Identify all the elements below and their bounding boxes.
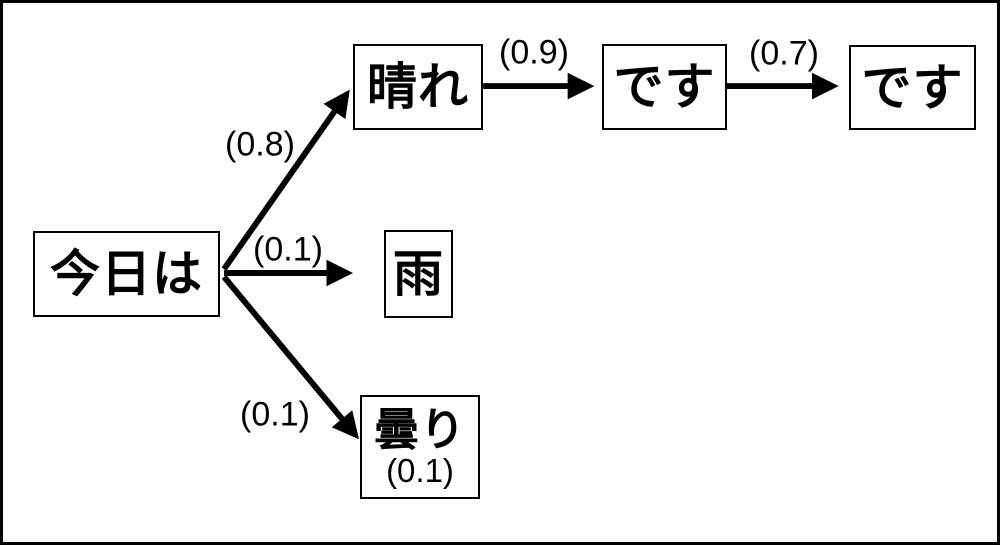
node-desu-1-label: です: [613, 59, 716, 115]
node-cloudy: 曇り (0.1): [360, 395, 480, 499]
node-sunny: 晴れ: [353, 44, 483, 130]
node-desu-1: です: [602, 44, 727, 130]
edge-label-start-to-cloudy: (0.1): [240, 395, 310, 434]
edge-arrow-layer: [221, 72, 839, 440]
node-desu-2-label: です: [861, 59, 964, 116]
edge-label-sunny-to-desu: (0.9): [499, 33, 569, 72]
edge-label-start-to-rain: (0.1): [253, 230, 323, 269]
node-rain-label: 雨: [393, 246, 444, 302]
edge-arrow-start-to-sunny: [221, 89, 350, 271]
edge-label-start-to-sunny: (0.8): [225, 125, 295, 164]
node-start: 今日は: [33, 231, 220, 317]
node-sunny-label: 晴れ: [367, 59, 469, 115]
node-rain: 雨: [384, 230, 453, 318]
edge-arrow-start-to-cloudy: [221, 275, 360, 440]
node-start-label: 今日は: [50, 246, 203, 302]
node-cloudy-label: 曇り: [373, 404, 466, 455]
node-cloudy-probability: (0.1): [386, 452, 454, 489]
edge-label-desu-to-desu: (0.7): [749, 34, 819, 73]
node-desu-2: です: [849, 45, 976, 130]
